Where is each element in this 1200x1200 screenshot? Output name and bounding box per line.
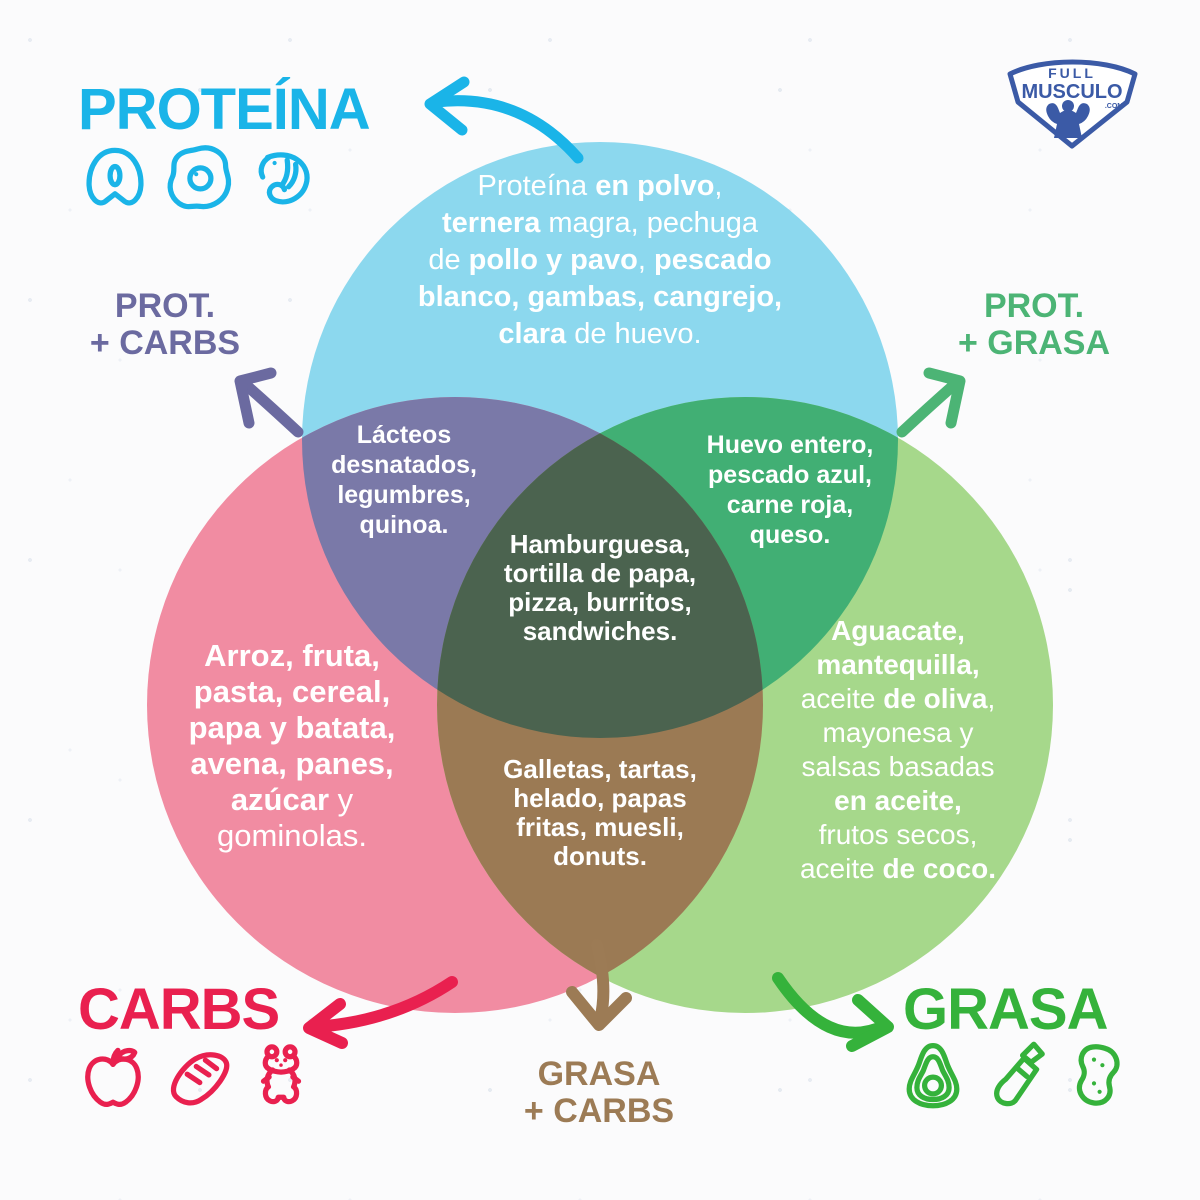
text-line: aceite de oliva, [800,683,996,714]
text-line: papa y batata, [188,710,396,745]
avocado-icon [906,1042,960,1109]
title-carbs: CARBS [78,977,280,1042]
carbs-icons [78,1042,316,1112]
logo-bodybuilder-silhouette [1046,100,1090,138]
arrow-to-proteina-label [424,76,584,164]
title-proteina: PROTEÍNA [78,77,371,142]
arrow-to-prot-grasa-label [896,367,966,438]
shrimp-icon [258,152,310,205]
text-line: Galletas, tartas, [503,754,697,784]
region-carbs-foods: Arroz, fruta,pasta, cereal,papa y batata… [189,638,396,854]
bread-icon [170,1052,230,1106]
text-line: Proteína en polvo, [477,170,723,202]
text-line: quinoa. [359,511,449,539]
arrow-to-prot-carbs-label [234,367,304,438]
text-line: carne roja, [726,491,854,519]
text-line: mayonesa y [822,717,974,748]
text-line: en aceite, [834,785,962,816]
text-line: gominolas. [217,818,367,853]
text-line: ternera magra, pechuga [442,207,758,239]
label-prot-carbs-line2: + CARBS [89,324,241,362]
text-line: avena, panes, [190,746,394,781]
label-grasa-carbs-line1: GRASA [537,1055,661,1093]
label-prot-grasa-line1: PROT. [983,287,1085,325]
text-line: Huevo entero, [706,431,874,459]
region-prot-grasa-foods: Huevo entero,pescado azul,carne roja,que… [707,430,874,550]
text-line: Aguacate, [831,615,965,646]
text-line: Arroz, fruta, [204,638,380,673]
label-prot-carbs-line1: PROT. [114,287,216,325]
arrow-to-carbs-label [303,976,458,1049]
region-proteina-foods: Proteína en polvo, ternera magra, pechuga… [418,168,782,353]
text-line: frutos secos, [818,819,978,850]
gummy-bear-icon [260,1044,302,1105]
label-grasa-carbs: GRASA + CARBS [524,1056,674,1130]
logo-word-full: FULL [1048,65,1096,81]
text-line: Hamburguesa, [509,529,691,559]
full-musculo-logo: FULL MUSCULO .COM [1007,59,1138,149]
label-prot-carbs: PROT. + CARBS [90,288,240,362]
arrow-to-grasa-carbs-label [566,939,632,1031]
text-line: blanco, gambas, cangrejo, [417,281,783,313]
text-line: desnatados, [331,451,477,479]
region-grasa-foods: Aguacate,mantequilla,aceite de oliva,may… [800,614,996,886]
region-center-foods: Hamburguesa,tortilla de papa,pizza, burr… [504,530,696,646]
logo-word-musculo: MUSCULO [1021,81,1122,103]
text-line: pizza, burritos, [508,587,692,617]
proteina-icons [80,142,318,212]
text-line: azúcar y [230,782,354,817]
text-line: mantequilla, [816,649,980,680]
peanut-icon [1076,1044,1120,1106]
label-prot-grasa: PROT. + GRASA [958,288,1110,362]
fried-egg-icon [167,145,232,210]
oil-bottle-icon [994,1041,1045,1107]
text-line: legumbres, [337,481,471,509]
text-line: Lácteos [356,421,452,449]
text-line: clara de huevo. [498,318,702,350]
title-grasa: GRASA [903,977,1108,1042]
label-grasa-carbs-line2: + CARBS [523,1092,675,1130]
logo-suffix: .COM [1105,103,1123,110]
text-line: pescado azul, [708,461,872,489]
text-line: de pollo y pavo, pescado [428,244,772,276]
text-line: donuts. [553,841,647,871]
grasa-icons [898,1040,1136,1110]
apple-icon [85,1047,141,1108]
text-line: salsas basadas [801,751,995,782]
text-line: aceite de coco. [799,853,997,884]
text-line: helado, papas [513,783,687,813]
label-prot-grasa-line2: + GRASA [957,324,1111,362]
text-line: tortilla de papa, [503,558,697,588]
text-line: pasta, cereal, [193,674,391,709]
fish-icon [86,147,144,206]
text-line: fritas, muesli, [516,812,684,842]
arrow-to-grasa-label [772,972,894,1052]
text-line: queso. [749,521,831,549]
text-line: sandwiches. [522,616,678,646]
